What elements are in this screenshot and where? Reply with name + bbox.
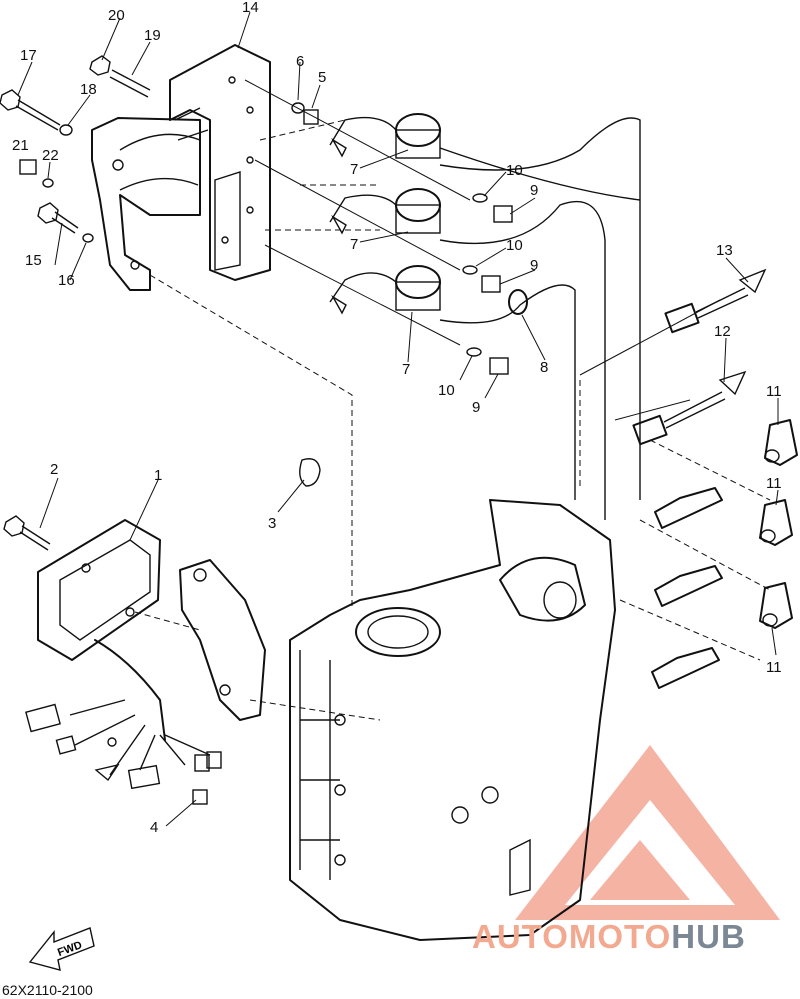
callout-7-top: 7	[350, 161, 358, 178]
callout-6: 6	[296, 53, 304, 70]
callout-16: 16	[58, 272, 75, 289]
washer-10-bottom	[466, 347, 482, 357]
callout-7-middle: 7	[350, 236, 358, 253]
washer-10-middle	[462, 265, 478, 275]
callout-10-bottom: 10	[438, 382, 455, 399]
callout-8: 8	[540, 359, 548, 376]
washer-16	[82, 233, 94, 243]
high-tension-wires	[439, 117, 641, 520]
washer-10-top	[472, 193, 488, 203]
callout-13: 13	[716, 242, 733, 259]
cdi-unit	[37, 519, 161, 661]
callout-14: 14	[242, 0, 259, 16]
ignition-coil-top	[329, 113, 641, 201]
grommet-8	[508, 289, 528, 315]
drawing-code: 62X2110-2100	[2, 982, 93, 998]
callout-2: 2	[50, 461, 58, 478]
washer-6	[291, 102, 305, 114]
cap-4	[192, 789, 208, 805]
plug-cap-bottom	[759, 582, 793, 629]
callout-leaders	[17, 11, 779, 827]
assembly-lines	[244, 79, 721, 421]
callout-12: 12	[714, 323, 731, 340]
callout-18: 18	[80, 81, 97, 98]
callout-19: 19	[144, 27, 161, 44]
callout-9-top: 9	[530, 182, 538, 199]
callout-labels: 20 19 14 17 6 5 18 21 22 7 10 9 15 16 7 …	[12, 0, 782, 836]
bolt-17	[0, 89, 61, 131]
screw-21	[19, 159, 37, 175]
ignition-coil-bottom	[329, 265, 441, 315]
callout-11-top: 11	[766, 383, 782, 400]
callout-11-middle: 11	[766, 475, 782, 492]
spark-plug-middle	[654, 565, 723, 607]
callout-9-middle: 9	[530, 257, 538, 274]
callout-9-bottom: 9	[472, 399, 480, 416]
callout-21: 21	[12, 137, 29, 154]
callout-10-middle: 10	[506, 237, 523, 254]
bolt-2	[3, 515, 51, 551]
wiring-harness	[25, 639, 222, 790]
watermark-logo-icon	[515, 745, 780, 920]
callout-3: 3	[268, 515, 276, 532]
clip-3	[299, 458, 321, 487]
watermark-text-part1: AUTOMOTO	[472, 918, 672, 955]
cdi-bracket	[179, 559, 266, 721]
callout-1: 1	[154, 467, 162, 484]
plug-cap-middle	[759, 499, 793, 546]
bolt-15	[37, 202, 79, 234]
stud-19	[109, 69, 151, 98]
plug-cap-top	[764, 419, 798, 466]
watermark-text-part2: HUB	[671, 918, 746, 955]
cylinder-block	[289, 499, 616, 941]
fwd-arrow-icon: FWD	[28, 927, 95, 971]
callout-22: 22	[42, 147, 59, 164]
callout-7-bottom: 7	[402, 361, 410, 378]
bolt-5	[303, 109, 319, 125]
washer-22	[42, 178, 54, 188]
ignition-coil-bracket	[169, 44, 271, 281]
callout-10-top: 10	[506, 162, 523, 179]
ignition-coil-middle	[329, 188, 441, 235]
callout-17: 17	[20, 47, 37, 64]
bolt-9-top	[493, 205, 513, 223]
callout-15: 15	[25, 252, 42, 269]
clamp-arm	[91, 117, 201, 291]
washer-18	[59, 124, 73, 136]
callout-4: 4	[150, 819, 158, 836]
bolt-9-middle	[481, 275, 501, 293]
bolt-9-bottom	[489, 357, 509, 375]
sensor-12	[632, 370, 747, 446]
watermark-text: AUTOMOTOHUB	[472, 918, 746, 956]
dashed-reference-lines	[134, 119, 771, 721]
callout-20: 20	[108, 7, 125, 24]
spark-plug-bottom	[651, 647, 720, 689]
callout-11-bottom: 11	[766, 659, 782, 676]
nut-20	[89, 55, 111, 76]
callout-5: 5	[318, 69, 326, 86]
spark-plug-top	[654, 487, 723, 529]
